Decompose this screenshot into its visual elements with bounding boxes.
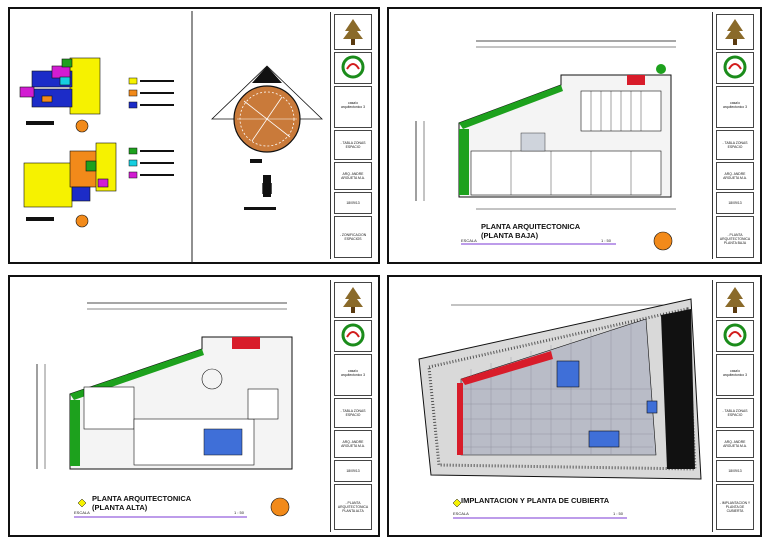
site-circle-diagram: [211, 65, 323, 163]
north-letter: N: [261, 181, 273, 198]
scale-row: ESCALA 1 : 50: [461, 238, 611, 243]
logo-tree-icon: [725, 19, 745, 45]
tb-label-1: casa/o arquitectonico 3: [341, 101, 365, 109]
seal-box: [334, 52, 372, 84]
seal-box: [716, 320, 754, 352]
tb-date-value: 18/09/13: [728, 201, 742, 205]
title-block: casa/o arquitectonico 3 - TABLA ZONAS ES…: [330, 280, 375, 532]
seal-box: [716, 52, 754, 84]
tb-label-3: ARQ. ANDRE ARGUETA M.A.: [723, 172, 747, 180]
logo-tree-icon: [343, 287, 363, 313]
scale-value: 1 : 50: [600, 238, 611, 243]
seal-icon: [723, 55, 747, 79]
title-block: casa/o arquitectonico 3 - TABLA ZONAS ES…: [712, 280, 757, 532]
sheet-planta-alta: PLANTA ARQUITECTONICA (PLANTA ALTA) ESCA…: [8, 275, 380, 537]
scale-label: ESCALA: [453, 511, 469, 516]
tb-content: - TABLA ZONAS ESPACIO: [334, 398, 372, 428]
drawing-title-line-1: IMPLANTACION Y PLANTA DE CUBIERTA: [461, 496, 610, 505]
drawing-title-line-1: PLANTA ARQUITECTONICA: [92, 494, 192, 503]
tb-author: ARQ. ANDRE ARGUETA M.A.: [334, 430, 372, 458]
tb-date: 18/09/13: [716, 192, 754, 214]
tb-project: casa/o arquitectonico 3: [334, 86, 372, 128]
tb-label-3: ARQ. ANDRE ARGUETA M.A.: [341, 172, 365, 180]
drawing-title-line-2: (PLANTA ALTA): [92, 503, 148, 512]
logo-tree-icon: [725, 287, 745, 313]
planta-baja-drawing: [415, 40, 676, 251]
logo-tree-icon: [343, 19, 363, 45]
tb-date-value: 18/09/13: [346, 201, 360, 205]
drawing-title-line-2: (PLANTA BAJA): [481, 231, 539, 240]
tb-author: ARQ. ANDRE ARGUETA M.A.: [716, 430, 754, 458]
tb-label-4: - PLANTA ARQUITECTONICA PLANTA ALTA: [337, 501, 369, 513]
tb-author: ARQ. ANDRE ARGUETA M.A.: [716, 162, 754, 190]
tb-date: 18/09/13: [716, 460, 754, 482]
tb-label-1: casa/o arquitectonico 3: [341, 369, 365, 377]
tb-date: 18/09/13: [334, 460, 372, 482]
tb-date-value: 18/09/13: [346, 469, 360, 473]
zoning-diagram-upper: [19, 57, 101, 133]
zoning-legend-upper: [128, 77, 174, 109]
logo-box: [334, 282, 372, 318]
tb-label-3: ARQ. ANDRE ARGUETA M.A.: [723, 440, 747, 448]
tb-project: casa/o arquitectonico 3: [716, 86, 754, 128]
logo-box: [716, 14, 754, 50]
scale-row: ESCALA 1 : 50: [74, 510, 244, 515]
sheet-planta-baja: PLANTA ARQUITECTONICA (PLANTA BAJA) ESCA…: [387, 7, 762, 264]
seal-box: [334, 320, 372, 352]
scale-label: ESCALA: [461, 238, 477, 243]
implantacion-drawing: [418, 298, 702, 519]
title-block: casa/o arquitectonico 3 - TABLA ZONAS ES…: [712, 12, 757, 259]
planta-alta-drawing: [36, 302, 293, 518]
logo-box: [334, 14, 372, 50]
tb-date-value: 18/09/13: [728, 469, 742, 473]
tb-label-4: - PLANTA ARQUITECTONICA PLANTA BAJA: [719, 233, 751, 245]
north-arrow: N: [244, 175, 276, 210]
tb-label-1: casa/o arquitectonico 3: [723, 369, 747, 377]
zoning-diagram-lower: [23, 142, 117, 228]
tb-content: - TABLA ZONAS ESPACIO: [716, 398, 754, 428]
sheet-implantacion: IMPLANTACION Y PLANTA DE CUBIERTA ESCALA…: [387, 275, 762, 537]
tb-project: casa/o arquitectonico 3: [334, 354, 372, 396]
drawing-title-line-1: PLANTA ARQUITECTONICA: [481, 222, 581, 231]
tb-label-2: - TABLA ZONAS ESPACIO: [722, 141, 748, 149]
tb-sheet-desc: - IMPLANTACION Y PLANTA DE CUBIERTA: [716, 484, 754, 530]
tb-sheet-desc: - PLANTA ARQUITECTONICA PLANTA ALTA: [334, 484, 372, 530]
scale-value: 1 : 50: [612, 511, 623, 516]
logo-box: [716, 282, 754, 318]
tb-sheet-desc: - PLANTA ARQUITECTONICA PLANTA BAJA: [716, 216, 754, 258]
tb-project: casa/o arquitectonico 3: [716, 354, 754, 396]
scale-value: 1 : 50: [233, 510, 244, 515]
tb-label-2: - TABLA ZONAS ESPACIO: [340, 141, 366, 149]
zoning-drawing: N: [19, 11, 323, 263]
tb-content: - TABLA ZONAS ESPACIO: [716, 130, 754, 160]
scale-row: ESCALA 1 : 50: [453, 511, 623, 516]
tb-label-3: ARQ. ANDRE ARGUETA M.A.: [341, 440, 365, 448]
tb-sheet-desc: - ZONIFICACION ESPACIOS: [334, 216, 372, 258]
tb-label-4: - IMPLANTACION Y PLANTA DE CUBIERTA: [719, 501, 751, 513]
tb-label-2: - TABLA ZONAS ESPACIO: [340, 409, 366, 417]
zoning-legend-lower: [128, 147, 174, 179]
sheet-zoning: N casa/o arquitectonico 3 - TABLA ZONAS …: [8, 7, 380, 264]
tb-content: - TABLA ZONAS ESPACIO: [334, 130, 372, 160]
scale-label: ESCALA: [74, 510, 90, 515]
seal-icon: [723, 323, 747, 347]
tb-author: ARQ. ANDRE ARGUETA M.A.: [334, 162, 372, 190]
title-block: casa/o arquitectonico 3 - TABLA ZONAS ES…: [330, 12, 375, 259]
seal-icon: [341, 323, 365, 347]
tb-label-2: - TABLA ZONAS ESPACIO: [722, 409, 748, 417]
seal-icon: [341, 55, 365, 79]
tb-label-4: - ZONIFICACION ESPACIOS: [339, 233, 367, 241]
tb-label-1: casa/o arquitectonico 3: [723, 101, 747, 109]
tb-date: 18/09/13: [334, 192, 372, 214]
